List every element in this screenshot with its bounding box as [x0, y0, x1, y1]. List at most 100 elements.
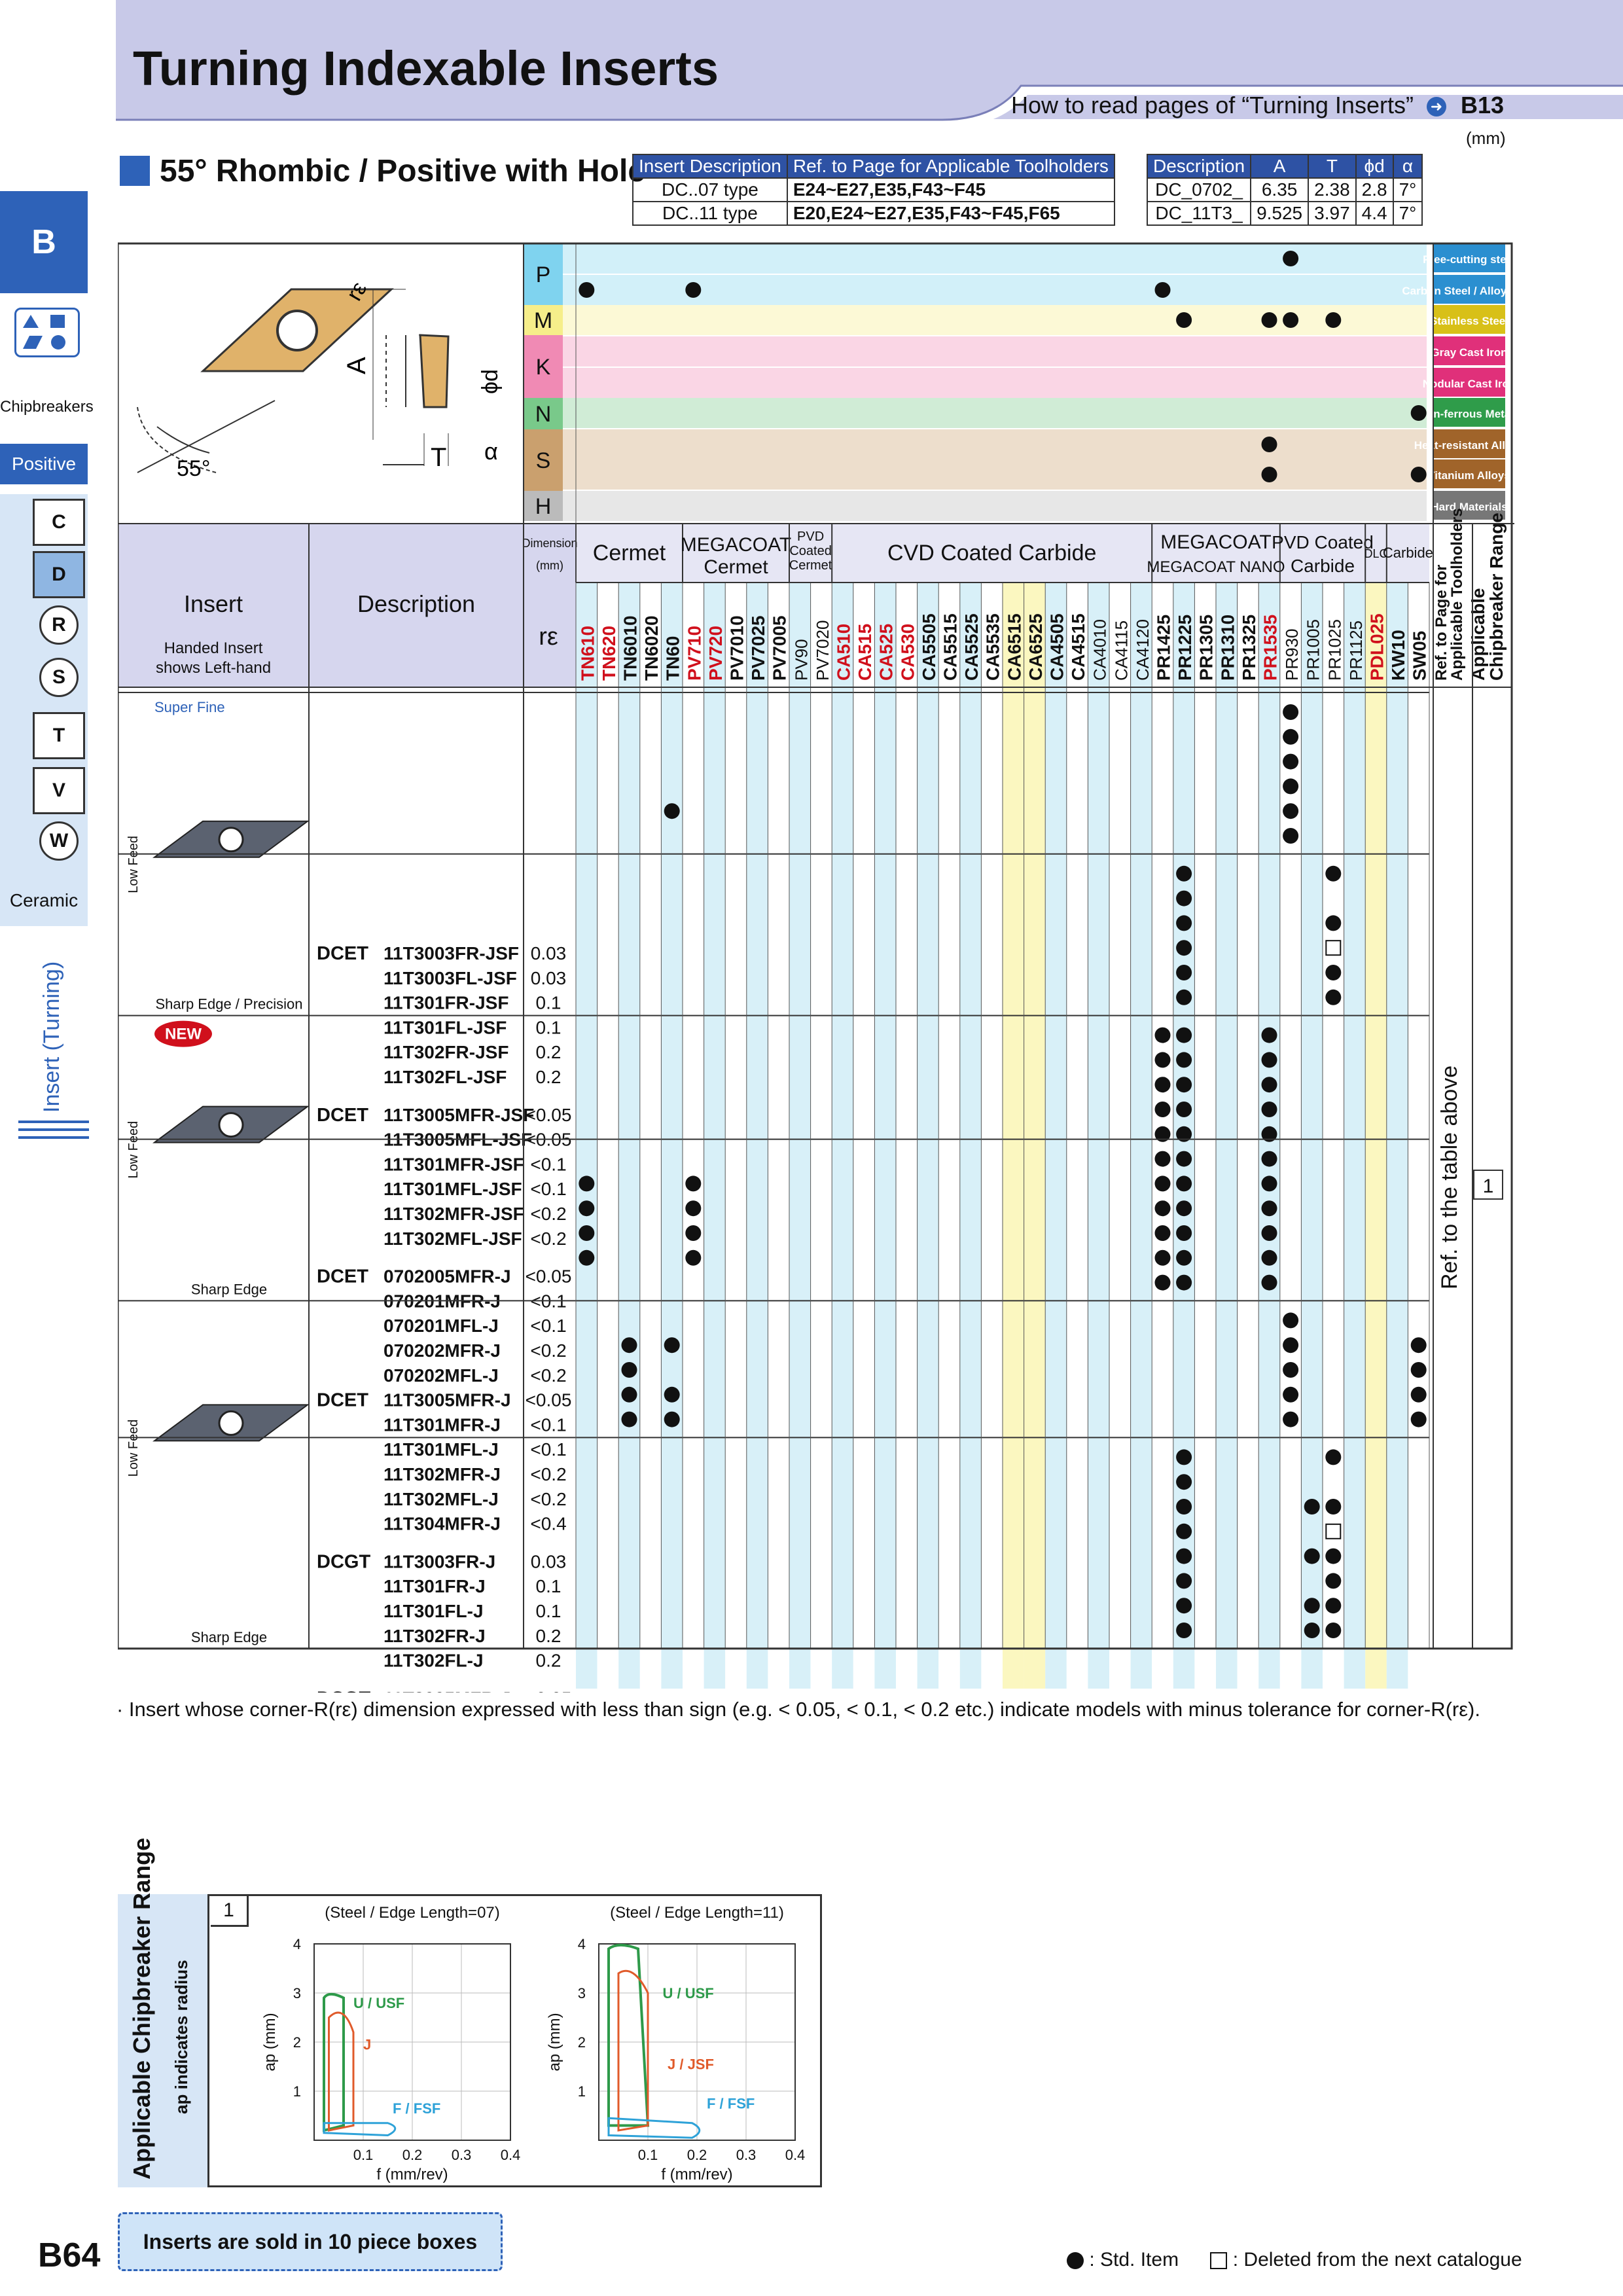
- howto-ref: B13: [1460, 92, 1505, 118]
- group-label: Sharp Edge: [191, 1629, 267, 1645]
- std-item-dot: [1176, 915, 1192, 931]
- shape-nav-c[interactable]: C: [33, 499, 85, 546]
- grade-name: CA4515: [1068, 613, 1088, 681]
- ref-side-text: Ref. to the table above: [1437, 1066, 1462, 1289]
- std-item-dot: [1325, 1623, 1342, 1638]
- std-item-dot: [1176, 1175, 1192, 1192]
- section-tab-b[interactable]: B: [0, 191, 88, 293]
- row-code: 11T301MFR-JSF: [383, 1154, 524, 1174]
- row-re: 0.2: [536, 1067, 562, 1087]
- plot-frame: [598, 1943, 796, 2141]
- x-label: f (mm/rev): [661, 2166, 732, 2183]
- std-item-dot: [664, 803, 680, 819]
- row-code: 11T302MFL-J: [383, 1489, 499, 1509]
- group-label: Cermet: [593, 541, 666, 565]
- header-cell: [524, 524, 576, 687]
- td: 4.4: [1355, 201, 1394, 226]
- series-f-fsf: [607, 2117, 701, 2139]
- grade-name: PR1305: [1196, 615, 1217, 681]
- x-tick: 0.3: [736, 2147, 757, 2163]
- howto-link[interactable]: How to read pages of “Turning Inserts” ➜…: [1011, 92, 1504, 119]
- series-label: F / FSF: [393, 2100, 440, 2117]
- row-re: <0.1: [530, 1179, 566, 1199]
- material-label: Free-cutting steel: [1423, 253, 1516, 266]
- grade-name: TN610: [577, 626, 597, 681]
- grade-name: PDL025: [1367, 613, 1387, 681]
- series-u-usf: [607, 1943, 650, 2127]
- material-code: P: [536, 262, 551, 287]
- howto-text: How to read pages of “Turning Inserts”: [1011, 92, 1414, 118]
- chipbreaker-box-title: Applicable Chipbreaker Range: [128, 1837, 155, 2179]
- shape-nav-s[interactable]: S: [39, 658, 79, 697]
- shape-nav-w[interactable]: W: [39, 821, 79, 861]
- std-item-dot: [1154, 1077, 1171, 1093]
- grade-column-bg: [1194, 583, 1216, 1689]
- grade-name: CA6525: [1026, 613, 1046, 681]
- y-tick: 4: [293, 1936, 301, 1952]
- material-dot: [1283, 251, 1299, 266]
- std-item-dot: [1154, 1225, 1171, 1241]
- grade-column-bg: [683, 583, 704, 1689]
- std-item-dot: [1283, 704, 1299, 720]
- row-re: <0.05: [526, 1688, 572, 1693]
- material-label: Carbon Steel / Alloy Steel: [1402, 285, 1516, 297]
- material-label: Nodular Cast Iron: [1423, 378, 1516, 390]
- sidebar-ceramic[interactable]: Ceramic: [9, 890, 79, 910]
- series-label: J: [363, 2036, 371, 2053]
- shape-nav-t[interactable]: T: [33, 712, 85, 759]
- sidebar-insert-turning: Insert (Turning): [39, 961, 64, 1113]
- td: 3.97: [1308, 201, 1357, 226]
- group-label: Cermet: [789, 558, 832, 573]
- std-item-dot: [1176, 1474, 1192, 1490]
- arrow-icon: ➜: [1426, 97, 1446, 117]
- td: 9.525: [1250, 201, 1310, 226]
- grade-column-bg: [959, 583, 982, 1689]
- material-dot: [1325, 312, 1342, 328]
- shape-nav-r[interactable]: R: [39, 605, 79, 645]
- row-re: <0.4: [530, 1514, 566, 1534]
- std-item-dot: [1304, 1623, 1320, 1638]
- series-j-jsf: [617, 1969, 649, 2132]
- material-label: Stainless Steel: [1430, 315, 1508, 327]
- insert-photo-hole: [218, 1410, 244, 1436]
- grade-column-bg: [1301, 583, 1323, 1689]
- grade-name: PV7025: [748, 615, 768, 681]
- ref-pages: E24~E27,E35,F43~F45: [786, 177, 1115, 202]
- x-tick: 0.4: [785, 2147, 806, 2163]
- sidebar-positive[interactable]: Positive: [0, 444, 88, 484]
- shape-nav-d[interactable]: D: [33, 551, 85, 598]
- row-code: 070202MFR-J: [383, 1340, 501, 1361]
- th-ref-page: Ref. to Page for Applicable Toolholders: [786, 154, 1115, 179]
- std-item-dot: [1283, 753, 1299, 770]
- row-re: <0.2: [530, 1340, 566, 1361]
- std-item-dot: [664, 1337, 680, 1354]
- material-dot: [1283, 312, 1299, 328]
- grade-column-bg: [1109, 583, 1131, 1689]
- grade-name: CA5515: [940, 613, 961, 681]
- std-item-dot: [1154, 1052, 1171, 1068]
- std-item-dot: [1325, 965, 1342, 980]
- grade-name: TN6010: [620, 615, 641, 681]
- y-tick: 2: [578, 2034, 586, 2051]
- std-item-dot: [1261, 1249, 1277, 1266]
- grade-name: CA5535: [983, 613, 1003, 681]
- material-row-bg: [524, 398, 1427, 428]
- std-item-dot: [1154, 1102, 1171, 1117]
- material-label-bg: [1433, 368, 1505, 397]
- grade-name: CA4115: [1111, 620, 1131, 681]
- sidebar-chipbreakers[interactable]: Chipbreakers: [0, 398, 94, 416]
- grade-name: KW10: [1388, 630, 1408, 681]
- std-item-dot: [1325, 989, 1342, 1005]
- row-re: 0.2: [536, 1626, 562, 1646]
- row-code: 070201MFL-J: [383, 1316, 499, 1336]
- td: 6.35: [1250, 177, 1310, 202]
- th: ϕd: [1355, 154, 1394, 179]
- td: 7°: [1392, 177, 1423, 202]
- row-code: 11T301FR-J: [383, 1576, 486, 1596]
- grade-name: CA515: [855, 624, 875, 681]
- std-item-dot: [1261, 1151, 1277, 1167]
- std-item-dot: [1261, 1274, 1277, 1291]
- x-tick: 0.3: [452, 2147, 472, 2163]
- shape-nav-v[interactable]: V: [33, 767, 85, 814]
